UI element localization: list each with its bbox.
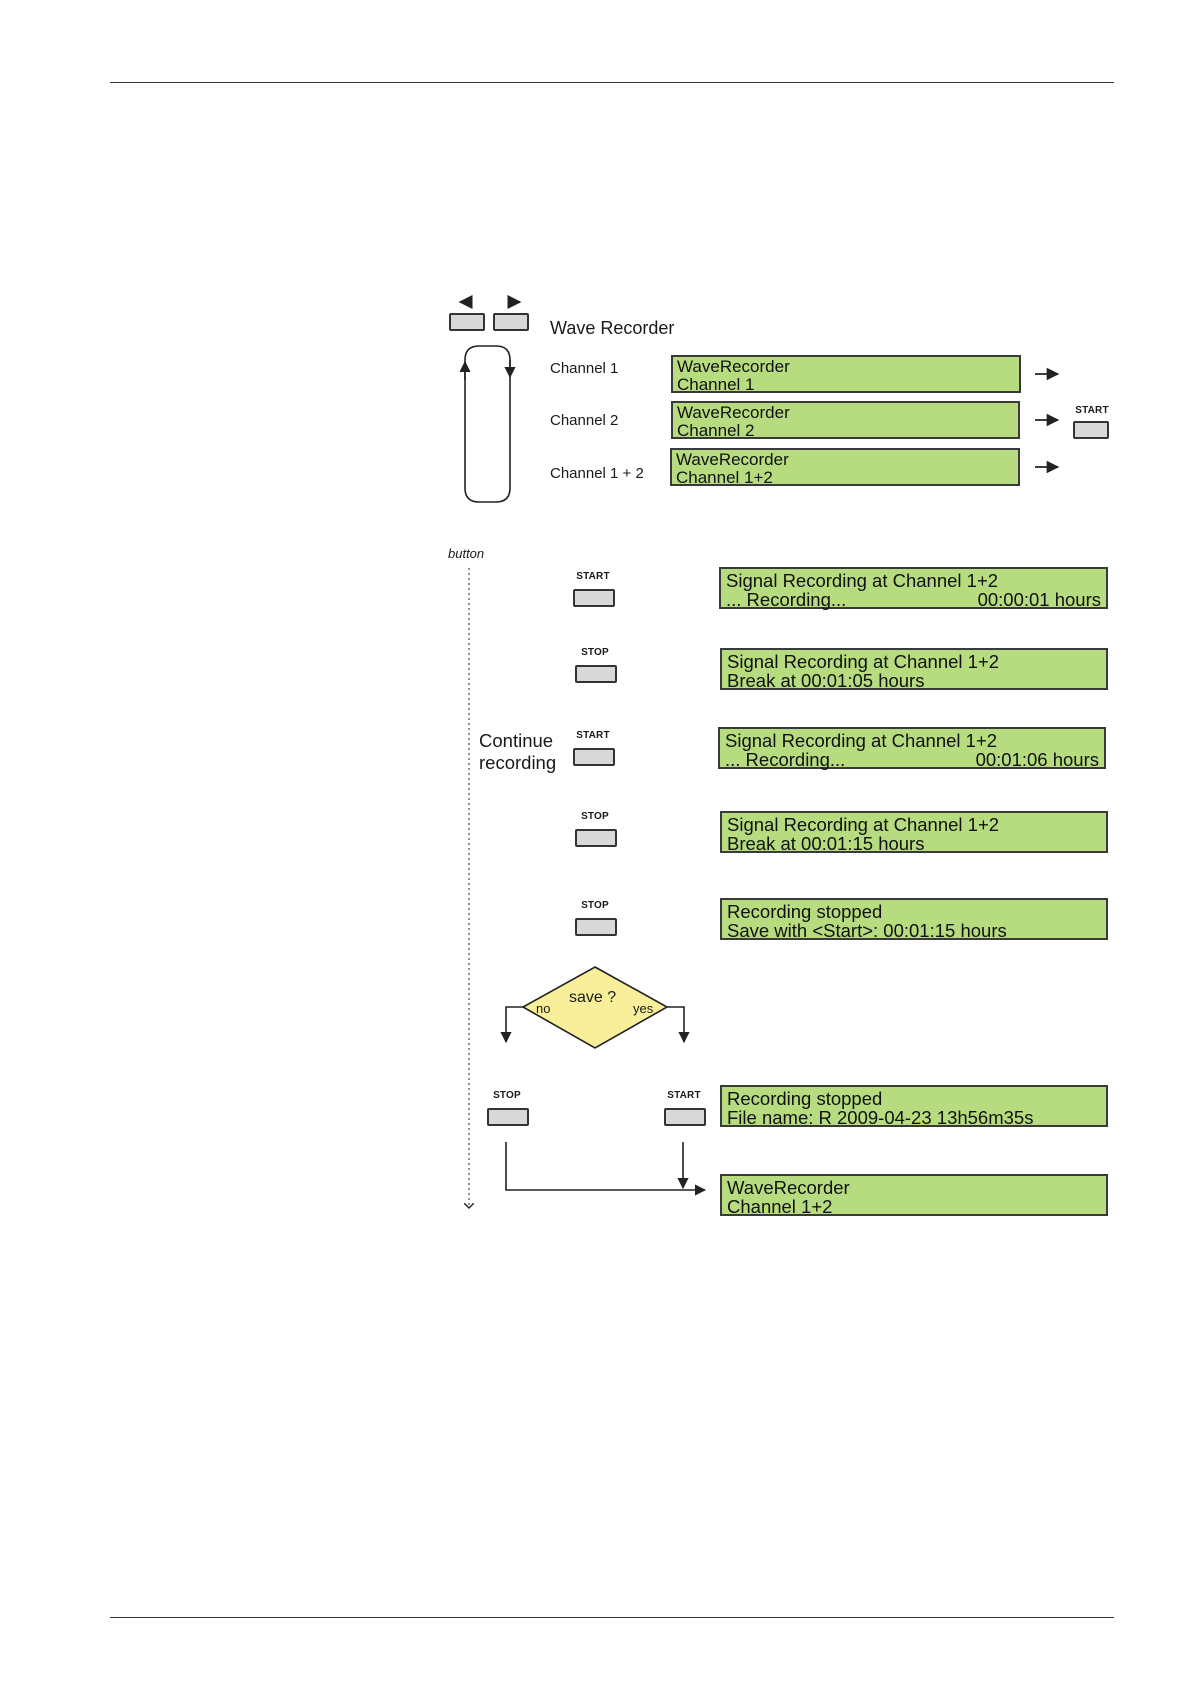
lcd-step-5: Recording stopped Save with <Start>: 00:… [720, 898, 1108, 940]
decision-no: no [536, 1001, 551, 1016]
start-label-menu: START [1075, 405, 1109, 416]
stop-label-2: STOP [581, 811, 609, 822]
start-button-2[interactable] [573, 748, 615, 766]
left-button[interactable] [449, 313, 485, 331]
stop-button-branch[interactable] [487, 1108, 529, 1126]
start-button-branch[interactable] [664, 1108, 706, 1126]
channel-1-label: Channel 1 [550, 360, 619, 377]
start-label-branch: START [667, 1090, 701, 1101]
channel-3-label: Channel 1 + 2 [550, 465, 644, 482]
top-rule [110, 82, 1114, 83]
start-button-1[interactable] [573, 589, 615, 607]
continue-label-1: Continue [479, 730, 554, 751]
bottom-rule [110, 1617, 1114, 1618]
lcd-channel-2: WaveRecorder Channel 2 [671, 401, 1020, 440]
stop-button-3[interactable] [575, 918, 617, 936]
right-button[interactable] [493, 313, 529, 331]
stop-button-2[interactable] [575, 829, 617, 847]
continue-label-2: recording [479, 752, 557, 773]
start-button-menu[interactable] [1073, 421, 1109, 439]
lcd-step-1: Signal Recording at Channel 1+2 ... Reco… [719, 567, 1108, 609]
save-decision-diamond [521, 966, 669, 1049]
lcd-saved: Recording stopped File name: R 2009-04-2… [720, 1085, 1108, 1127]
lcd-step-2: Signal Recording at Channel 1+2 Break at… [720, 648, 1108, 690]
start-label-2: START [576, 730, 610, 741]
lcd-channel-3: WaveRecorder Channel 1+2 [670, 448, 1020, 487]
stop-label-1: STOP [581, 647, 609, 658]
stop-button-1[interactable] [575, 665, 617, 683]
lcd-channel-1: WaveRecorder Channel 1 [671, 355, 1021, 394]
decision-question: save ? [569, 989, 617, 1006]
axis-label: button [448, 546, 485, 561]
decision-yes: yes [633, 1001, 654, 1016]
stop-label-branch: STOP [493, 1090, 521, 1101]
channel-2-label: Channel 2 [550, 412, 619, 429]
channel-cycle-loop [464, 345, 511, 503]
stop-label-3: STOP [581, 900, 609, 911]
lcd-final: WaveRecorder Channel 1+2 [720, 1174, 1108, 1216]
start-label-1: START [576, 571, 610, 582]
menu-title: Wave Recorder [550, 318, 675, 338]
lcd-step-4: Signal Recording at Channel 1+2 Break at… [720, 811, 1108, 853]
lcd-step-3: Signal Recording at Channel 1+2 ... Reco… [718, 727, 1106, 769]
